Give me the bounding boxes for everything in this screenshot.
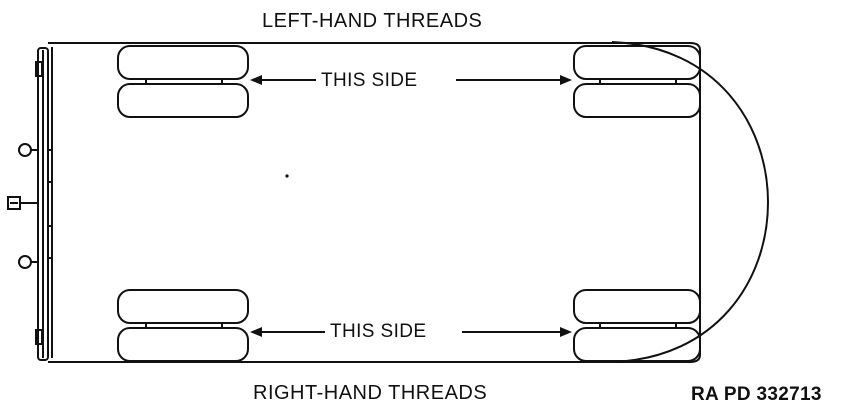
- front-left-wheel-pair: [117, 45, 249, 118]
- rear-left-wheel-pair: [573, 45, 701, 118]
- front-right-outer-tire: [117, 289, 249, 324]
- center-dot: [285, 174, 289, 178]
- left-hand-threads-label: LEFT-HAND THREADS: [262, 10, 483, 32]
- rear-left-outer-tire: [573, 45, 701, 80]
- plate-code-label: RA PD 332713: [691, 384, 822, 405]
- right-headlight: [18, 255, 32, 269]
- bumper-bracket-lower: [35, 329, 43, 345]
- top-arrowhead-right: [560, 75, 572, 85]
- rear-left-spacer: [599, 78, 677, 85]
- front-right-inner-tire: [117, 327, 249, 362]
- front-right-spacer: [145, 322, 223, 329]
- rear-right-wheel-pair: [573, 289, 701, 362]
- bottom-arrowhead-right: [560, 327, 572, 337]
- front-left-spacer: [145, 78, 223, 85]
- front-left-outer-tire: [117, 45, 249, 80]
- rear-right-inner-tire: [573, 327, 701, 362]
- top-arrowhead-left: [250, 75, 262, 85]
- rear-right-spacer: [599, 322, 677, 329]
- front-right-wheel-pair: [117, 289, 249, 362]
- vehicle-body-outline: [48, 42, 701, 363]
- left-headlight: [18, 143, 32, 157]
- rear-right-outer-tire: [573, 289, 701, 324]
- bottom-arrowhead-left: [250, 327, 262, 337]
- turning-arc: [611, 41, 769, 363]
- bumper-bracket-upper: [35, 61, 43, 77]
- front-left-inner-tire: [117, 83, 249, 118]
- right-hand-threads-label: RIGHT-HAND THREADS: [253, 382, 488, 404]
- this-side-top-label: THIS SIDE: [318, 71, 421, 90]
- rear-left-inner-tire: [573, 83, 701, 118]
- this-side-bottom-label: THIS SIDE: [327, 322, 430, 341]
